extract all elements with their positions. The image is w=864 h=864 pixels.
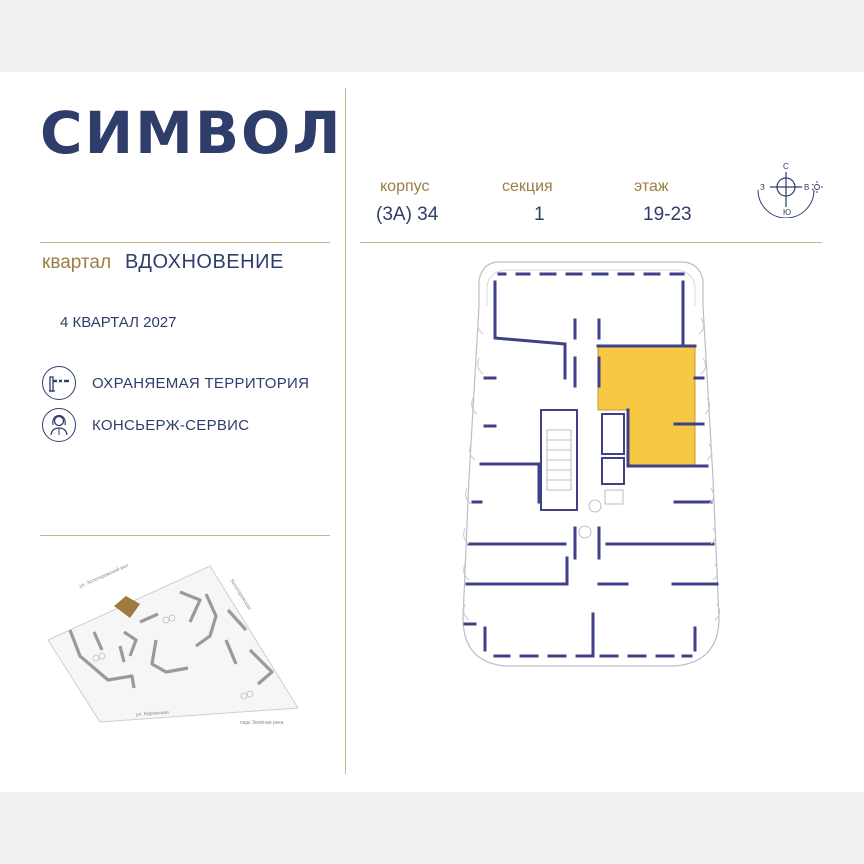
- staircase: [546, 429, 624, 539]
- delivery-date: 4 КВАРТАЛ 2027: [60, 314, 177, 331]
- compass-south: Ю: [783, 208, 791, 217]
- project-logo: СИМВОЛ: [40, 99, 343, 167]
- park-label: парк Зелёная река: [240, 720, 284, 726]
- section-label: секция: [502, 178, 553, 195]
- compass-north: С: [783, 162, 789, 171]
- street-label: ул. Золоторожский вал: [78, 562, 130, 590]
- floor-plan: [462, 261, 721, 667]
- sun-icon: [811, 181, 823, 193]
- divider: [40, 242, 330, 243]
- feature-concierge: КОНСЬЕРЖ-СЕРВИС: [42, 408, 249, 442]
- quarter-name: ВДОХНОВЕНИЕ: [125, 251, 284, 273]
- concierge-icon: [42, 408, 76, 442]
- compass-east: В: [804, 183, 809, 192]
- feature-label: КОНСЬЕРЖ-СЕРВИС: [92, 416, 250, 434]
- building-value: (3А) 34: [376, 204, 439, 225]
- floor-value: 19-23: [643, 204, 692, 225]
- building-label: корпус: [380, 178, 430, 195]
- selected-building: [114, 596, 140, 618]
- header-divider: [360, 242, 822, 243]
- quarter-label: квартал: [42, 252, 112, 273]
- divider: [40, 535, 330, 536]
- compass-west: З: [760, 183, 765, 192]
- vertical-divider: [345, 88, 346, 774]
- street-label: ул. Кирпичная: [136, 710, 170, 718]
- feature-security: ОХРАНЯЕМАЯ ТЕРРИТОРИЯ: [42, 366, 309, 400]
- floor-label: этаж: [634, 178, 669, 195]
- feature-label: ОХРАНЯЕМАЯ ТЕРРИТОРИЯ: [92, 374, 310, 392]
- compass-icon: С Ю З В: [757, 162, 823, 218]
- barrier-icon: [42, 366, 76, 400]
- selected-apartment: [597, 345, 696, 467]
- section-value: 1: [534, 204, 545, 225]
- site-plan: ул. Золоторожский вал ул. Кирпичная Золо…: [47, 562, 299, 726]
